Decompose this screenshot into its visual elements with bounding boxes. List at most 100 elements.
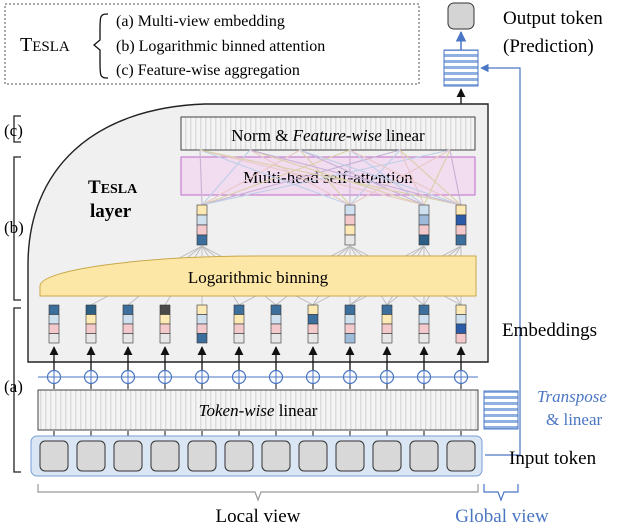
embedding-cell [122,314,134,325]
pooled-embedding [344,204,356,246]
input-token [224,440,254,472]
attention-link [199,149,203,206]
output-label-line2: (Prediction) [503,36,594,57]
embedding-cell [48,323,60,334]
input-token [76,440,106,472]
embedding-column [270,304,282,344]
embedding-column [307,304,319,344]
output-label-line1: Output token [503,8,603,29]
norm-featurewise-box [180,116,476,151]
binning-box [39,255,477,297]
embedding-cell [196,304,208,315]
embedding-cell [48,314,60,325]
embedding-column [418,304,430,344]
pooled-cell [196,214,208,226]
pooled-cell [418,204,430,216]
embedding-cell [196,333,208,344]
attention-link [199,149,351,206]
attention-link [349,149,401,206]
pooled-embedding [455,204,467,246]
pooled-cell [418,214,430,226]
global-view-label: Global view [455,506,549,526]
input-tokens [39,440,476,472]
embedding-cell [122,323,134,334]
layer-title: TESLA [88,177,138,198]
pooled-cell [196,204,208,216]
attention-link [299,149,462,206]
input-token [446,440,476,472]
legend-model-name: TESLA [20,34,70,56]
transpose-label-line1: Transpose [537,387,607,406]
binning-label: Logarithmic binning [188,268,329,287]
tokenwise-label: Token-wise linear [199,401,318,420]
embedding-cell [233,304,245,315]
norm-featurewise-label: Norm & Feature-wise linear [231,126,425,145]
pooled-cell [344,224,356,236]
input-token [39,440,69,472]
attention-lines [199,149,462,206]
embedding-cell [196,314,208,325]
embedding-cell [344,333,356,344]
bracket-c-label: (c) [4,121,23,140]
embedding-cell [455,314,467,325]
embedding-cell [307,333,319,344]
embedding-cell [307,314,319,325]
pooled-cell [455,214,467,226]
attention-link [299,149,351,206]
pooled-cell [418,224,430,236]
embedding-column [159,304,171,344]
pooled-cell [455,234,467,246]
embedding-cell [418,304,430,315]
input-label: Input token [509,448,597,469]
attention-link [449,149,462,206]
attention-link [349,149,451,206]
pooled-cell [455,224,467,236]
pooled-cell [418,234,430,246]
attention-link [199,149,462,206]
legend-brace [92,13,109,79]
pooled-embedding [418,204,430,246]
output-token [447,2,475,30]
embedding-cell [270,333,282,344]
positional-add-row [38,346,478,436]
embedding-cell [270,323,282,334]
pooled-cell [196,234,208,246]
bracket-b [13,156,21,301]
output-embedding [443,49,479,87]
embedding-cell [122,304,134,315]
legend-item-c: (c) Feature-wise aggregation [116,62,300,79]
bracket-b-label: (b) [4,218,24,237]
pooled-cell [455,204,467,216]
pooled-embeddings [196,204,467,246]
embedding-column [196,304,208,344]
legend-item-a: (a) Multi-view embedding [116,13,285,30]
pooled-cell [344,214,356,226]
embedding-cell [307,323,319,334]
embedding-cell [85,304,97,315]
pooled-cell [344,204,356,216]
attention-link [349,149,425,206]
embedding-cell [344,314,356,325]
legend-box [4,3,420,85]
local-view-brace [37,484,479,502]
embedding-column [455,304,467,344]
embedding-cell [196,323,208,334]
embedding-cell [233,323,245,334]
embedding-cell [85,333,97,344]
embedding-column [122,304,134,344]
embedding-cell [159,323,171,334]
embedding-cell [418,333,430,344]
input-token [335,440,365,472]
embedding-cell [85,323,97,334]
input-area [30,435,483,477]
bracket-a [13,307,21,473]
global-view-brace [483,484,519,502]
local-view-label: Local view [216,506,301,526]
input-token [372,440,402,472]
input-token [150,440,180,472]
pooled-embedding [196,204,208,246]
attention-link [349,149,462,206]
embedding-cell [344,304,356,315]
